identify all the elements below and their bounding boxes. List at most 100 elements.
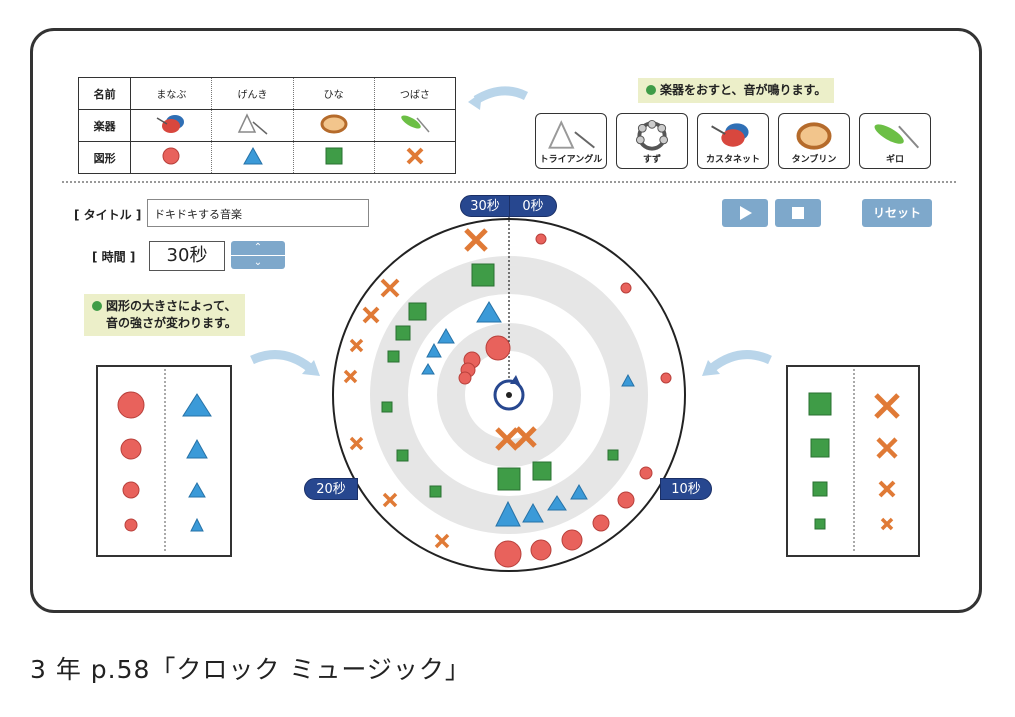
name-cell: まなぶ — [130, 77, 213, 110]
section-divider — [62, 181, 956, 183]
legend-triangle-tiny — [190, 517, 204, 532]
row-label-shape: 図形 — [78, 141, 132, 174]
chevron-down-icon[interactable]: ⌄ — [231, 255, 285, 270]
rotate-icon[interactable] — [493, 375, 525, 411]
shape-circle — [535, 233, 547, 245]
shape-circle — [494, 540, 522, 568]
shape-circle — [458, 371, 472, 385]
title-input[interactable]: ドキドキする音楽 — [147, 199, 369, 227]
assignment-table: 名前 まなぶ げんき ひな つばさ 楽器 図形 — [78, 77, 456, 174]
shape-square — [532, 461, 552, 481]
legend-circle-medium — [120, 438, 142, 460]
shape-triangle — [570, 483, 588, 500]
legend-square-large — [808, 392, 832, 416]
bullet-icon — [646, 85, 656, 95]
instrument-button-triangle[interactable]: トライアングル — [535, 113, 607, 169]
row-label-instrument: 楽器 — [78, 109, 132, 142]
triangle-instrument-icon — [548, 120, 595, 149]
orange-cross-icon — [374, 142, 455, 174]
bullet-icon — [92, 301, 102, 311]
shape-triangle — [495, 500, 521, 527]
shape-cross — [382, 492, 398, 508]
shape-cross — [343, 369, 358, 384]
instrument-button-tambourine[interactable]: タンブリン — [778, 113, 850, 169]
shape-square — [471, 263, 495, 287]
legend-cross-large — [874, 393, 900, 419]
red-circle-icon — [130, 141, 213, 174]
bells-icon — [635, 119, 669, 151]
legend-square-medium — [810, 438, 830, 458]
legend-cross-medium — [876, 437, 898, 459]
green-square-icon — [293, 141, 375, 174]
shape-square — [607, 449, 619, 461]
size-legend-shapes — [808, 369, 900, 553]
shape-circle — [660, 372, 672, 384]
legend-triangle-medium — [186, 438, 208, 459]
legend-circle-small — [122, 481, 140, 499]
chevron-up-icon[interactable]: ⌃ — [253, 242, 263, 253]
time-input[interactable]: 30秒 — [149, 241, 225, 271]
time-stepper[interactable]: ⌃ ⌄ — [231, 241, 285, 269]
shape-cross — [349, 338, 364, 353]
play-icon — [740, 206, 752, 220]
shape-square — [408, 302, 427, 321]
shape-circle — [639, 466, 653, 480]
shape-triangle — [547, 495, 567, 511]
shape-triangle — [522, 502, 544, 523]
legend-circle-large — [117, 391, 145, 419]
play-button[interactable] — [722, 199, 768, 227]
instrument-button-guiro[interactable]: ギロ — [859, 113, 931, 169]
shape-circle — [530, 539, 552, 561]
shape-cross — [362, 306, 380, 324]
clock-canvas[interactable] — [320, 188, 700, 580]
clock-label-0s: 0秒 — [509, 195, 557, 217]
name-cell: つばさ — [374, 77, 456, 110]
legend-square-tiny — [814, 518, 826, 530]
page-caption: 3 年 p.58「クロック ミュージック」 — [30, 655, 471, 684]
stop-icon — [792, 207, 804, 219]
blue-triangle-icon — [211, 141, 294, 174]
legend-square-small — [812, 481, 828, 497]
castanets-icon — [130, 109, 213, 142]
shape-square — [387, 350, 400, 363]
shape-size-hint: 図形の大きさによって、 音の強さが変わります。 — [84, 294, 245, 336]
shape-cross — [349, 436, 364, 451]
shape-triangle — [476, 301, 502, 323]
shape-circle — [561, 529, 583, 551]
triangle-instrument-icon — [211, 109, 294, 142]
shape-square — [381, 401, 393, 413]
shape-cross — [380, 278, 400, 298]
instrument-button-bells[interactable]: すず — [616, 113, 688, 169]
name-cell: げんき — [211, 77, 294, 110]
title-label: [ タイトル ] — [74, 208, 142, 222]
legend-triangle-large — [182, 393, 212, 417]
row-label-name: 名前 — [78, 77, 132, 110]
instrument-button-castanets[interactable]: カスタネット — [697, 113, 769, 169]
shape-circle — [617, 491, 635, 509]
shape-triangle — [437, 327, 455, 344]
guiro-icon — [874, 124, 920, 149]
reset-button[interactable]: リセット — [862, 199, 932, 227]
shape-cross — [434, 533, 450, 549]
shape-square — [497, 467, 521, 491]
clock-label-20s: 20秒 — [304, 478, 358, 500]
shape-circle — [592, 514, 610, 532]
arrow-left-icon — [468, 86, 529, 110]
shape-square — [395, 325, 411, 341]
placed-circles — [458, 233, 672, 568]
legend-cross-small — [878, 480, 896, 498]
instrument-hint: 楽器をおすと、音が鳴ります。 — [638, 78, 835, 103]
stop-button[interactable] — [775, 199, 821, 227]
placed-squares — [381, 263, 619, 498]
shape-triangle — [621, 373, 635, 387]
tambourine-icon — [293, 109, 375, 142]
guiro-icon — [374, 109, 456, 142]
legend-triangle-small — [188, 481, 206, 498]
legend-circle-tiny — [124, 518, 138, 532]
shape-circle — [485, 335, 511, 361]
arrow-left-icon — [702, 350, 772, 376]
tambourine-icon — [796, 122, 832, 150]
size-legend-shapes — [117, 369, 212, 553]
placed-triangles — [421, 301, 635, 527]
shape-square — [429, 485, 442, 498]
